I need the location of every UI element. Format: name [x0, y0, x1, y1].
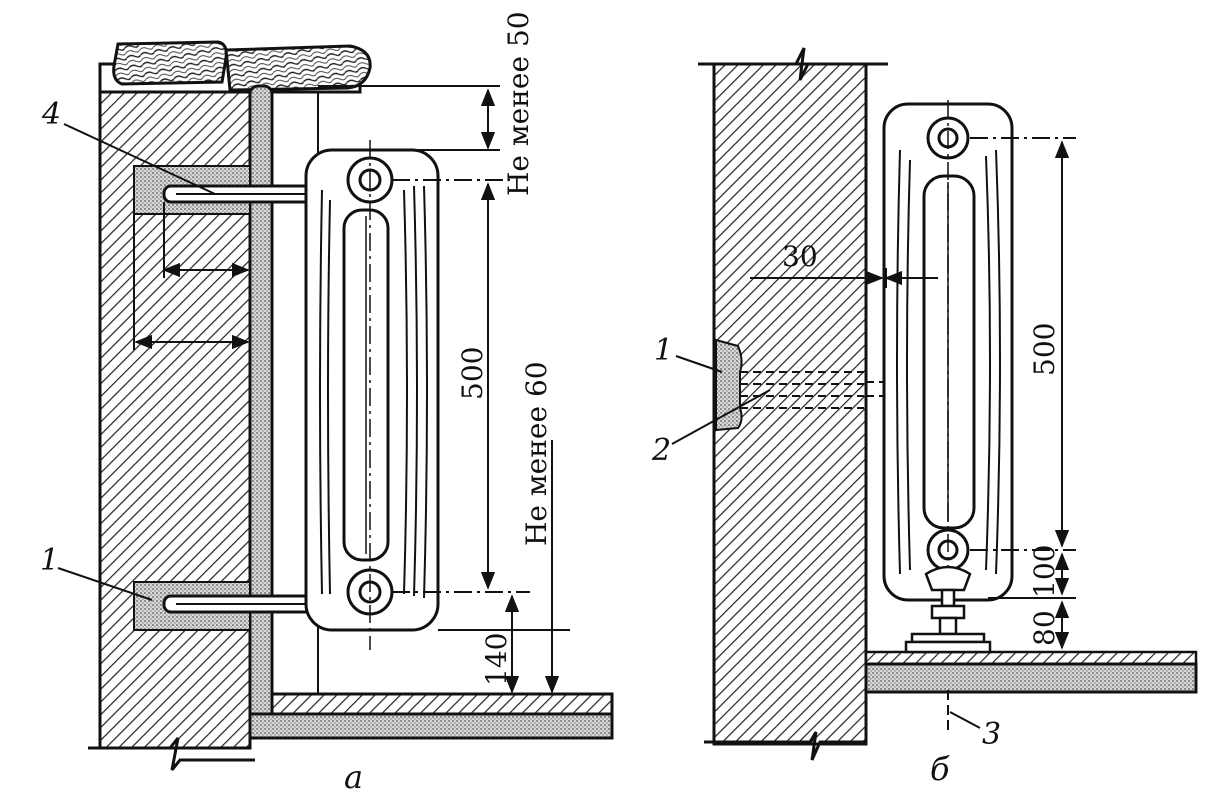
- window-sill: [98, 40, 372, 94]
- callout-2-leader: [671, 389, 771, 445]
- dim-label-wall-gap: 30: [782, 240, 818, 273]
- caption-a: а: [344, 758, 363, 796]
- radiator-b: [882, 100, 1014, 610]
- callout-1a-leader: [57, 567, 153, 601]
- dimension-lines-a: [133, 85, 570, 694]
- wall-break-b-bottom: [704, 731, 866, 761]
- dim-label-lower-offset: 100: [1028, 545, 1061, 598]
- dimension-lines-b: [750, 137, 1076, 730]
- plaster-layer-a: [248, 84, 274, 728]
- dim-label-center-distance-b: 500: [1028, 323, 1061, 376]
- caption-b: б: [930, 750, 950, 788]
- floor-b: [864, 650, 1198, 694]
- dim-label-top-clearance: Не менее 50: [502, 11, 535, 196]
- callout-1b-label: 1: [654, 333, 673, 368]
- wall-break-b-top: [698, 47, 888, 81]
- callout-1b-leader: [675, 355, 723, 373]
- callout-4-leader: [63, 123, 216, 195]
- callout-3-leader: [949, 711, 981, 729]
- dim-label-floor-gap: 80: [1028, 610, 1061, 646]
- figure-b: 30 500 100 80 1 2 3 б: [651, 47, 1198, 788]
- stand-b: [904, 565, 992, 654]
- figure-a: Не менее 50 500 Не менее 60 140 4 1 а: [40, 11, 614, 796]
- dim-label-floor-to-axis: 140: [480, 633, 513, 686]
- dim-label-center-distance-a: 500: [456, 347, 489, 400]
- callout-2-label: 2: [651, 433, 671, 468]
- callout-4-label: 4: [41, 97, 61, 132]
- radiator-a: [304, 140, 440, 650]
- callout-3-label: 3: [982, 717, 1001, 752]
- wall-break-a: [88, 737, 255, 771]
- floor-a: [248, 692, 614, 740]
- dim-label-floor-clearance: Не менее 60: [520, 361, 553, 546]
- callout-1a-label: 1: [40, 543, 59, 578]
